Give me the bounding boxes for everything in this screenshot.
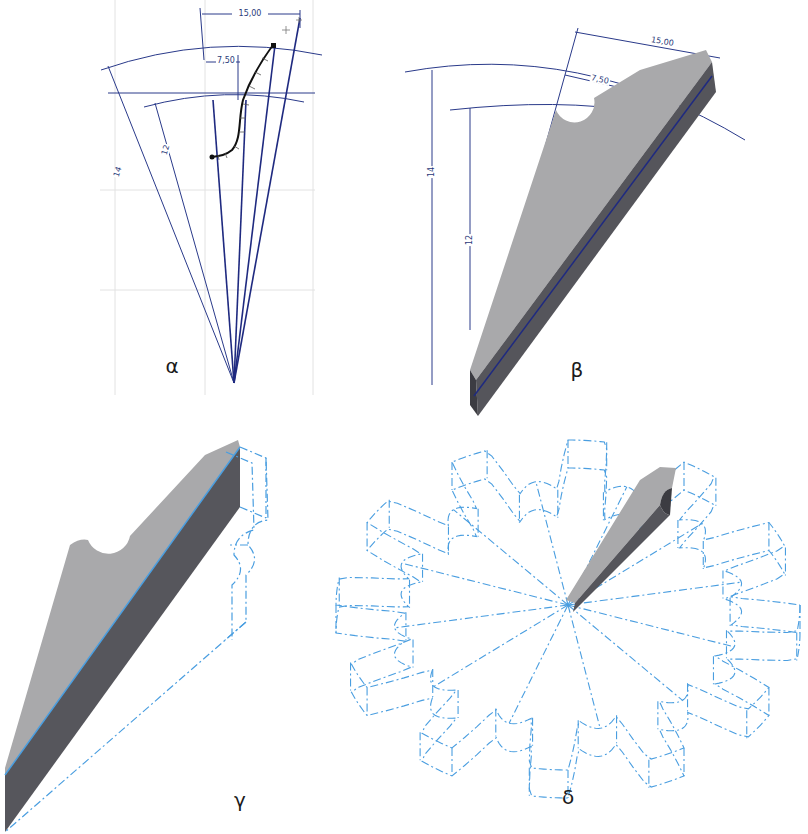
sketch-panel [100, 0, 322, 395]
pattern-preview-panel [5, 440, 268, 832]
dimension-value: 7,50 [216, 57, 236, 65]
dimension-value: 14 [112, 165, 123, 179]
dimension-value: 7,50 [589, 74, 610, 86]
dimension-value: 15,00 [238, 10, 263, 18]
extrusion-panel [405, 28, 745, 416]
panel-letter: γ [234, 790, 246, 810]
panel-letter: β [571, 360, 584, 380]
circular-pattern-panel [336, 440, 800, 798]
dimension-value: 14 [428, 166, 436, 178]
dimension-value: 12 [466, 234, 474, 246]
panel-letter: δ [562, 787, 574, 807]
panel-letter: α [165, 356, 178, 376]
pattern-source-wedge [566, 467, 676, 612]
